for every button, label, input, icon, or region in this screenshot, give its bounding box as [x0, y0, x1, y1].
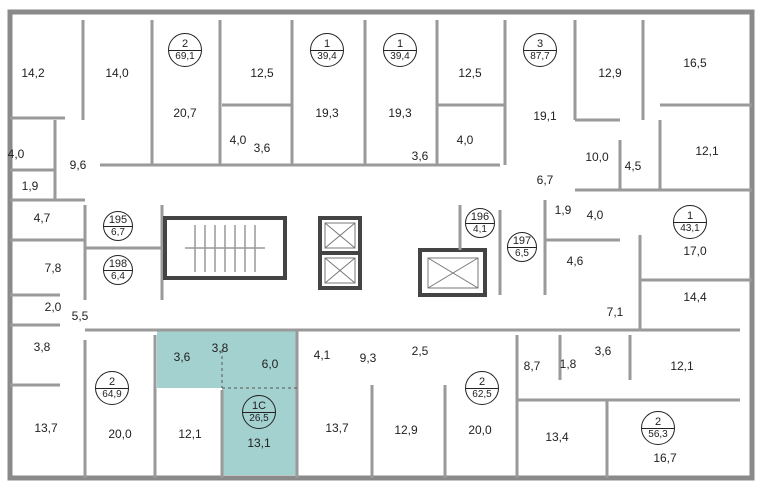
- room-area-label: 7,8: [44, 261, 62, 275]
- apartment-number: 2: [169, 38, 201, 51]
- storage-number: 198: [104, 258, 132, 271]
- room-area-label: 12,5: [250, 66, 274, 80]
- room-area-label: 4,0: [456, 133, 474, 147]
- room-area-label: 2,0: [44, 300, 62, 314]
- room-area-label: 16,5: [683, 56, 707, 70]
- apartment-number: 2: [642, 416, 674, 429]
- room-area-label: 2,5: [411, 344, 429, 358]
- room-area-label: 20,0: [468, 423, 492, 437]
- room-area-label: 19,3: [315, 106, 339, 120]
- room-area-label: 20,0: [108, 427, 132, 441]
- room-area-label: 5,5: [71, 309, 89, 323]
- room-area-label: 13,1: [247, 436, 271, 450]
- room-area-label: 1,8: [559, 357, 577, 371]
- apartment-number: 1: [674, 210, 706, 223]
- room-area-label: 8,7: [523, 359, 541, 373]
- room-area-label: 9,3: [359, 351, 377, 365]
- room-area-label: 19,3: [388, 106, 412, 120]
- apartment-area: 62,5: [472, 388, 492, 400]
- apartment-area: 39,4: [317, 50, 337, 62]
- room-area-label: 12,9: [394, 423, 418, 437]
- room-area-label: 10,0: [585, 150, 609, 164]
- apartment-area: 39,4: [390, 50, 410, 62]
- room-area-label: 20,7: [173, 106, 197, 120]
- apartment-area: 56,3: [648, 428, 668, 440]
- apartment-number: 3: [524, 38, 556, 51]
- room-area-label: 13,7: [34, 421, 58, 435]
- apartment-number: 1C: [243, 400, 275, 413]
- apartment-1c-highlight[interactable]: [157, 330, 297, 475]
- storage-number: 196: [466, 211, 494, 224]
- room-area-label: 12,1: [695, 144, 719, 158]
- room-area-label: 3,6: [411, 149, 429, 163]
- room-area-label: 13,4: [545, 430, 569, 444]
- room-area-label: 13,7: [325, 421, 349, 435]
- room-area-label: 3,8: [211, 341, 229, 355]
- room-area-label: 9,6: [69, 158, 87, 172]
- room-area-label: 4,7: [33, 211, 51, 225]
- stairs-icon: [185, 225, 265, 272]
- storage-area: 4,1: [473, 223, 487, 235]
- apartment-area: 87,7: [530, 50, 550, 62]
- room-area-label: 4,5: [624, 159, 642, 173]
- room-area-label: 12,1: [670, 359, 694, 373]
- apartment-area: 69,1: [175, 50, 195, 62]
- room-area-label: 3,6: [173, 350, 191, 364]
- room-area-label: 6,7: [536, 173, 554, 187]
- storage-number: 195: [104, 214, 132, 227]
- elevator-icon: [324, 222, 479, 289]
- storage-area: 6,5: [515, 247, 529, 259]
- storage-area: 6,7: [111, 226, 125, 238]
- apartment-area: 64,9: [102, 388, 122, 400]
- room-area-label: 12,9: [598, 66, 622, 80]
- room-area-label: 4,6: [566, 254, 584, 268]
- room-area-label: 6,0: [261, 357, 279, 371]
- room-area-label: 7,1: [606, 305, 624, 319]
- room-area-label: 3,8: [33, 340, 51, 354]
- room-area-label: 4,1: [313, 348, 331, 362]
- apartment-number: 1: [384, 38, 416, 51]
- room-area-label: 16,7: [653, 451, 677, 465]
- room-area-label: 19,1: [533, 109, 557, 123]
- apartment-number: 2: [466, 376, 498, 389]
- room-area-label: 1,9: [21, 179, 39, 193]
- room-area-label: 17,0: [683, 244, 707, 258]
- room-area-label: 14,2: [21, 66, 45, 80]
- room-area-label: 12,1: [178, 427, 202, 441]
- room-area-label: 14,4: [683, 290, 707, 304]
- room-area-label: 4,0: [7, 147, 25, 161]
- apartment-area: 43,1: [680, 222, 700, 234]
- room-area-label: 12,5: [458, 66, 482, 80]
- storage-area: 6,4: [111, 270, 125, 282]
- apartment-number: 2: [96, 376, 128, 389]
- room-area-label: 14,0: [105, 66, 129, 80]
- room-area-label: 3,6: [253, 141, 271, 155]
- room-area-label: 3,6: [594, 344, 612, 358]
- storage-number: 197: [508, 235, 536, 248]
- apartment-area: 26,5: [249, 412, 269, 424]
- room-area-label: 4,0: [586, 208, 604, 222]
- room-area-label: 1,9: [554, 203, 572, 217]
- apartment-number: 1: [311, 38, 343, 51]
- room-area-label: 4,0: [229, 133, 247, 147]
